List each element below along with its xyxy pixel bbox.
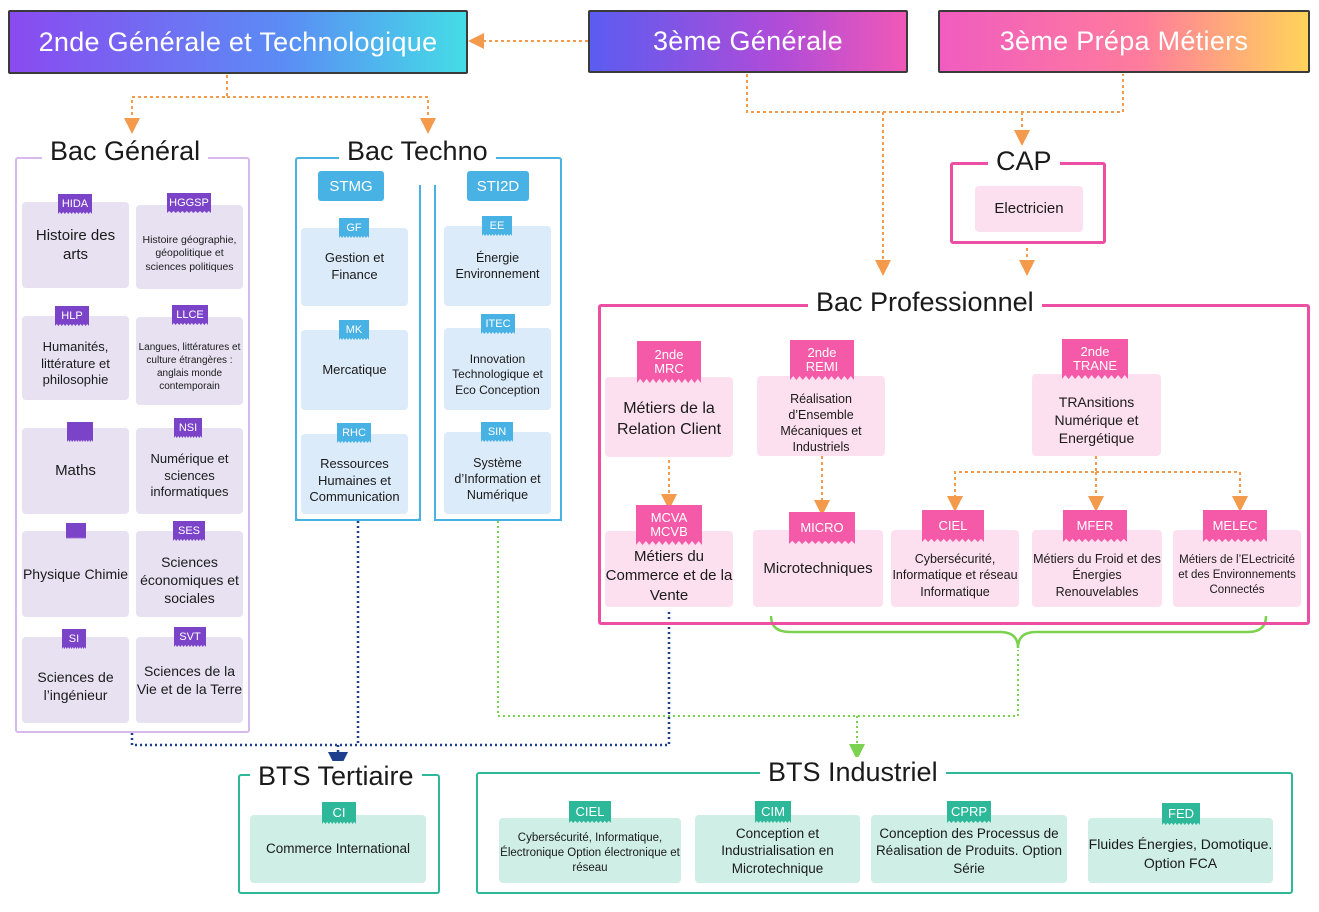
bac-techno-bottom-left xyxy=(295,519,421,521)
card-mk: Mercatique xyxy=(301,330,408,410)
card-ses: Sciences économiques et sociales xyxy=(136,531,243,617)
seconde-box: 2nde Générale et Technologique xyxy=(8,10,468,74)
card-llce: Langues, littératures et culture étrangè… xyxy=(136,317,243,405)
card-physique: Physique Chimie xyxy=(22,531,129,617)
card-cim: Conception et Industrialisation en Micro… xyxy=(695,815,860,883)
card-maths: Maths xyxy=(22,428,129,514)
tag-mrc: 2nde MRC xyxy=(637,341,701,383)
tag-hggsp: HGGSP xyxy=(167,193,211,213)
tag-maths xyxy=(67,422,93,442)
tag-sin: SIN xyxy=(481,422,513,442)
card-fed: Fluides Énergies, Domotique. Option FCA xyxy=(1088,818,1273,883)
troisieme-label: 3ème Générale xyxy=(652,26,843,56)
tag-hida: HIDA xyxy=(58,194,92,214)
card-svt: Sciences de la Vie et de la Terre xyxy=(136,637,243,723)
bac-techno-divider xyxy=(419,185,421,521)
card-ee: Énergie Environnement xyxy=(444,226,551,306)
card-gf: Gestion et Finance xyxy=(301,228,408,306)
bts-tertiaire-title: BTS Tertiaire xyxy=(250,761,422,791)
bac-pro-title: Bac Professionnel xyxy=(808,287,1042,317)
card-trane: TRAnsitions Numérique et Energétique xyxy=(1032,374,1161,456)
card-hida: Histoire des arts xyxy=(22,202,129,288)
sti2d-label: STI2D xyxy=(467,171,529,201)
tag-gf: GF xyxy=(339,218,369,238)
bts-industriel-title: BTS Industriel xyxy=(760,757,946,787)
tag-physique xyxy=(66,523,86,539)
tag-nsi: NSI xyxy=(174,418,202,438)
tag-micro: MICRO xyxy=(789,512,855,544)
seconde-label: 2nde Générale et Technologique xyxy=(38,26,438,57)
stmg-label: STMG xyxy=(318,171,384,201)
card-remi: Réalisation d’Ensemble Mécaniques et Ind… xyxy=(757,376,885,456)
card-hlp: Humanités, littérature et philosophie xyxy=(22,316,129,400)
tag-ciel-pro: CIEL xyxy=(922,510,984,542)
tag-cim: CIM xyxy=(755,801,791,823)
tag-ee: EE xyxy=(482,216,512,236)
troisieme-box: 3ème Générale xyxy=(588,10,908,73)
card-nsi: Numérique et sciences informatiques xyxy=(136,428,243,514)
tag-ci: CI xyxy=(322,802,356,824)
card-rhc: Ressources Humaines et Communication xyxy=(301,434,408,514)
tag-rhc: RHC xyxy=(337,423,371,443)
bac-techno-divider-2 xyxy=(434,185,436,521)
cap-title: CAP xyxy=(988,146,1060,176)
tag-ses: SES xyxy=(173,521,205,541)
tag-hlp: HLP xyxy=(55,306,89,326)
tag-melec: MELEC xyxy=(1203,510,1267,542)
tag-llce: LLCE xyxy=(172,305,208,325)
tag-fed: FED xyxy=(1162,803,1200,825)
tag-si: SI xyxy=(62,629,86,649)
card-mfer: Métiers du Froid et des Énergies Renouve… xyxy=(1032,530,1162,607)
card-hggsp: Histoire géographie, géopolitique et sci… xyxy=(136,205,243,289)
card-electricien: Electricien xyxy=(975,186,1083,232)
tag-mfer: MFER xyxy=(1063,510,1127,542)
tag-ciel-bts: CIEL xyxy=(569,801,611,823)
prepa-label: 3ème Prépa Métiers xyxy=(999,26,1249,56)
card-micro: Microtechniques xyxy=(753,530,883,607)
card-itec: Innovation Technologique et Eco Concepti… xyxy=(444,328,551,410)
bac-techno-title: Bac Techno xyxy=(339,136,496,166)
tag-mcva: MCVA MCVB xyxy=(636,505,702,545)
card-cprp: Conception des Processus de Réalisation … xyxy=(871,815,1067,883)
tag-mk: MK xyxy=(339,320,369,340)
tag-itec: ITEC xyxy=(481,314,515,334)
tag-trane: 2nde TRANE xyxy=(1062,339,1128,379)
card-sin: Système d’Information et Numérique xyxy=(444,432,551,514)
card-ci: Commerce International xyxy=(250,815,426,883)
card-melec: Métiers de l’ELectricité et des Environn… xyxy=(1173,530,1301,607)
prepa-box: 3ème Prépa Métiers xyxy=(938,10,1310,73)
tag-svt: SVT xyxy=(174,627,206,647)
tag-remi: 2nde REMI xyxy=(790,340,854,380)
bac-general-title: Bac Général xyxy=(42,136,209,166)
card-ciel-bts: Cybersécurité, Informatique, Électroniqu… xyxy=(499,818,681,883)
card-ciel-pro: Cybersécurité, Informatique et réseau In… xyxy=(891,530,1019,607)
tag-cprp: CPRP xyxy=(947,801,991,823)
card-si: Sciences de l’ingénieur xyxy=(22,637,129,723)
card-mrc: Métiers de la Relation Client xyxy=(605,377,733,457)
bac-techno-bottom-right xyxy=(434,519,562,521)
